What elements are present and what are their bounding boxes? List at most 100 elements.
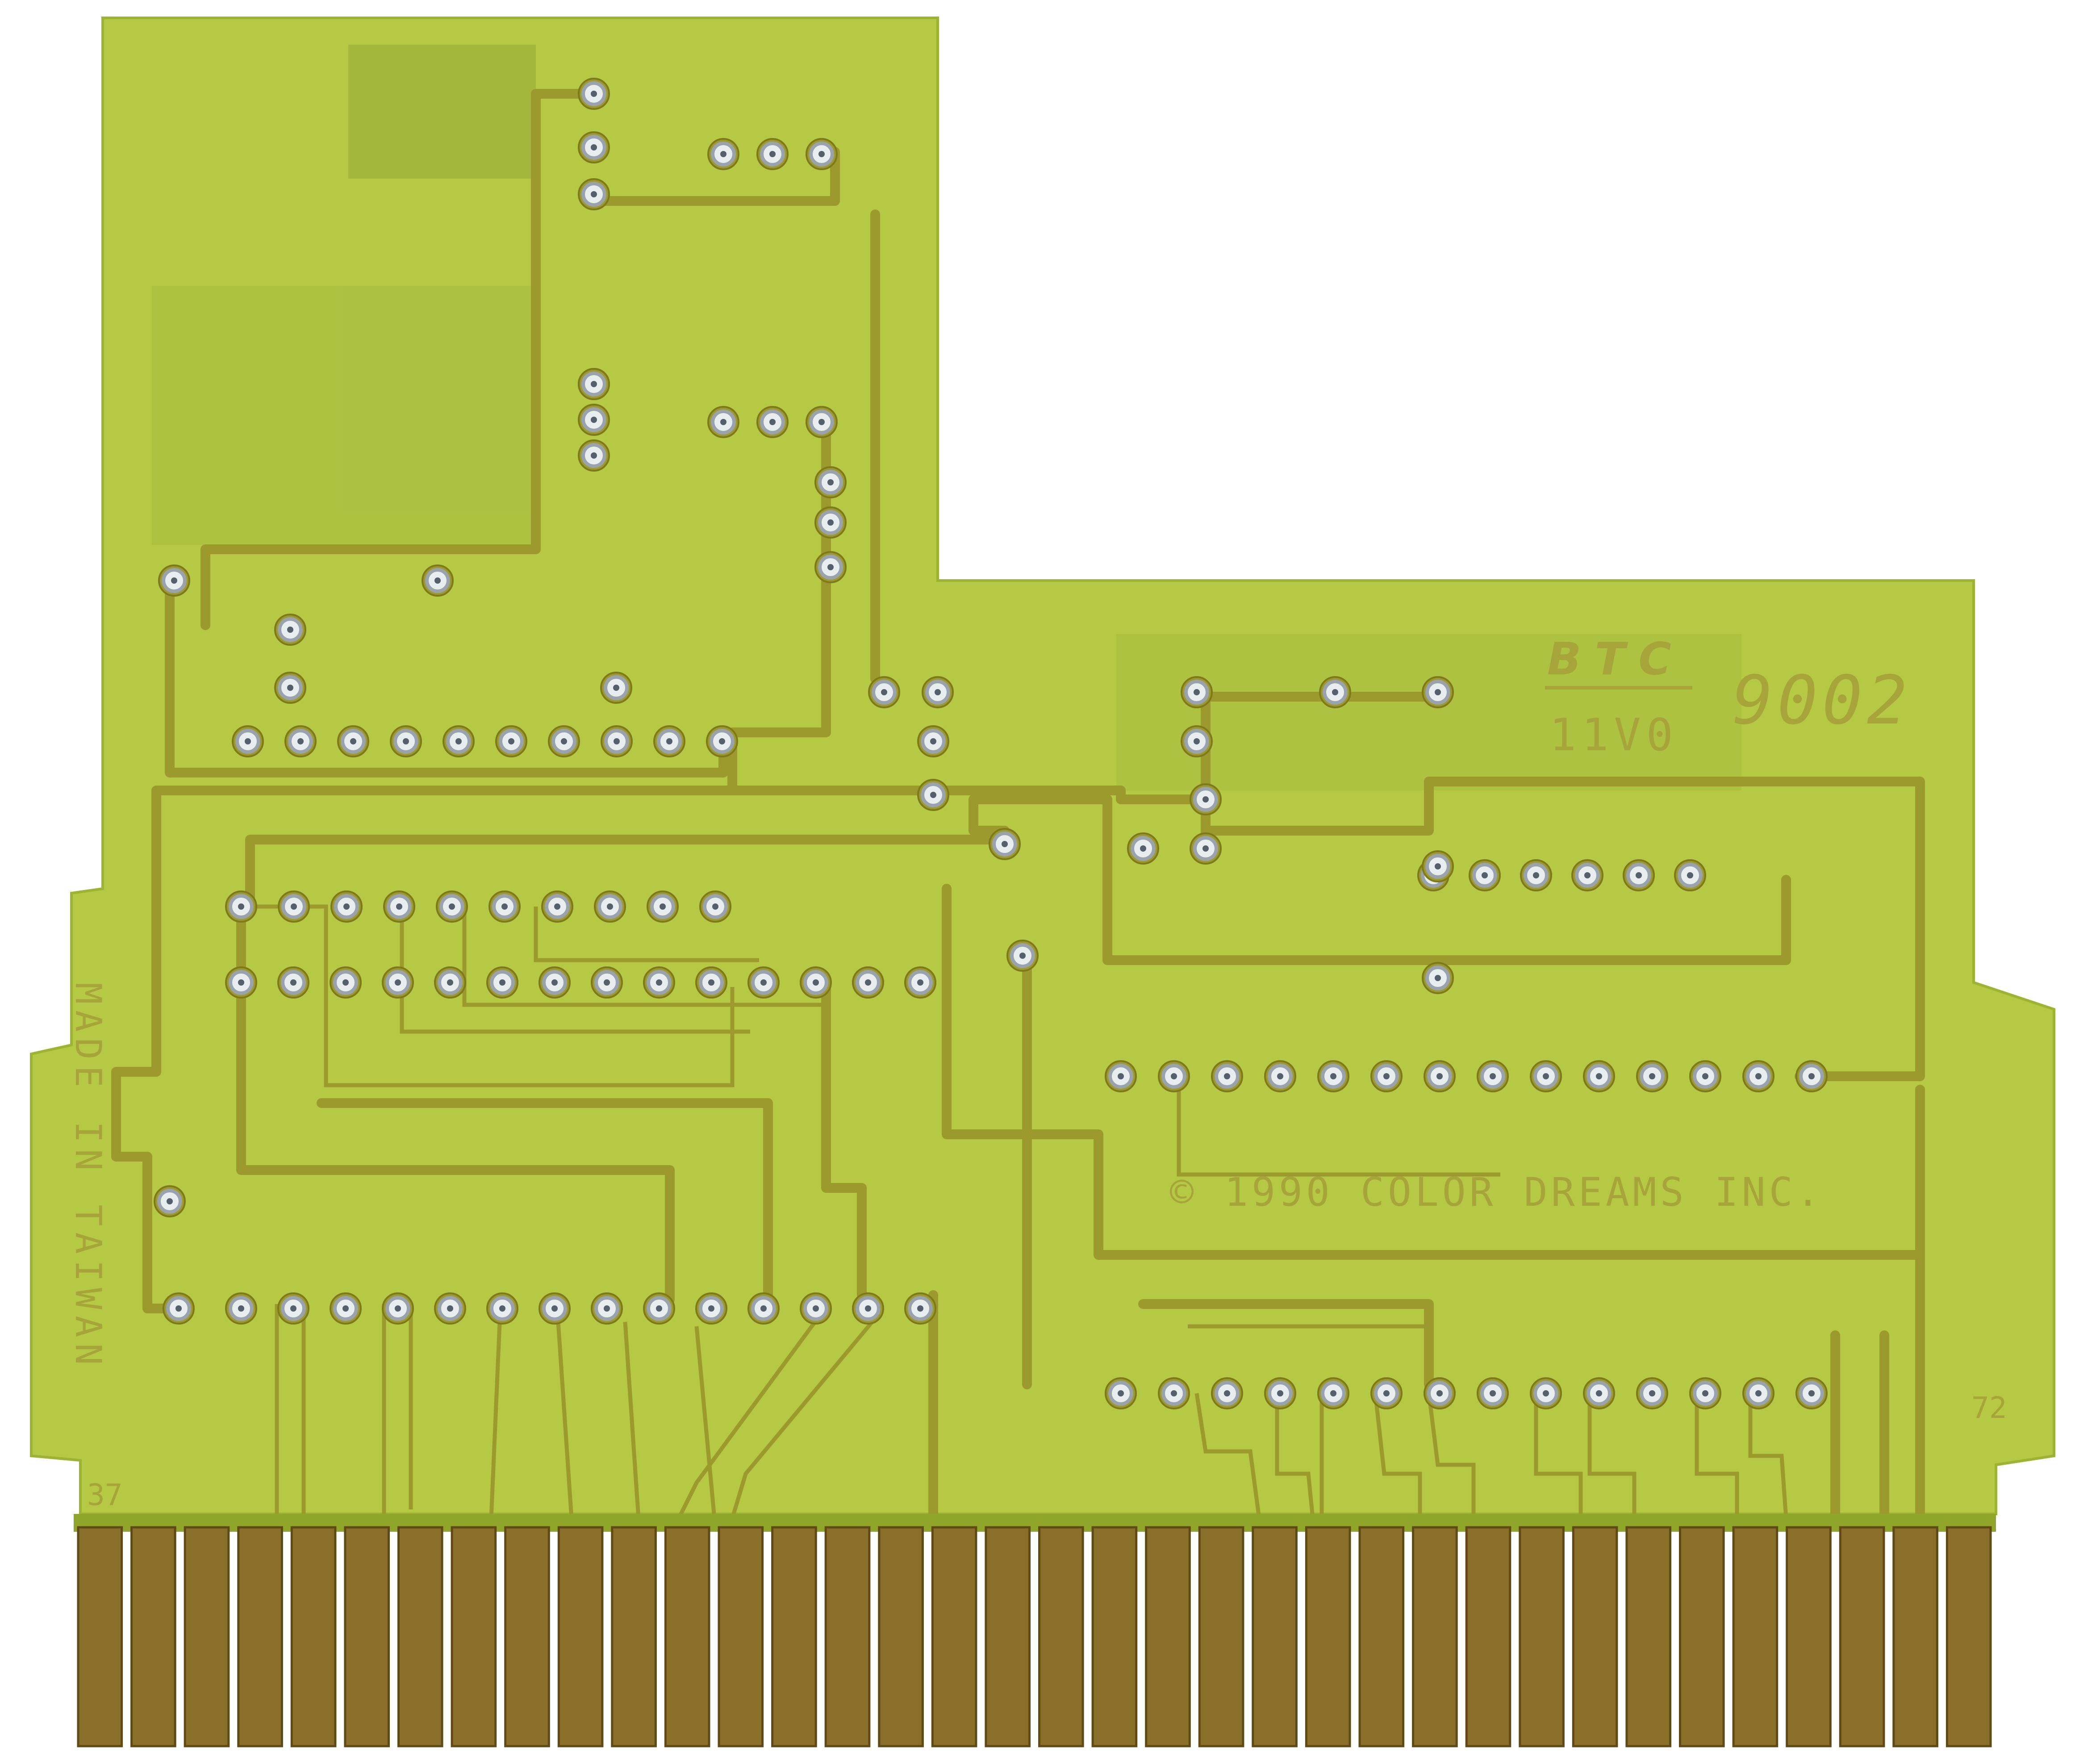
connector-finger (1145, 1526, 1191, 1747)
connector-finger (1892, 1526, 1938, 1747)
drill-hole (342, 979, 349, 986)
drill-hole (1002, 841, 1008, 847)
connector-finger (1679, 1526, 1725, 1747)
drill-hole (499, 1305, 505, 1312)
drill-hole (591, 191, 597, 197)
connector-finger (451, 1526, 497, 1747)
drill-hole (238, 903, 244, 910)
drill-hole (1435, 975, 1441, 981)
drill-hole (712, 903, 718, 910)
circuit-board (30, 17, 2055, 1515)
drill-hole (287, 685, 293, 691)
drill-hole (1224, 1390, 1230, 1396)
drill-hole (813, 1305, 819, 1312)
drill-hole (591, 452, 597, 459)
code-label: 11V0 (1549, 709, 1678, 761)
drill-hole (1755, 1073, 1762, 1079)
drill-hole (827, 519, 834, 526)
connector-finger (557, 1526, 604, 1747)
drill-hole (501, 903, 508, 910)
drill-hole (1533, 872, 1539, 878)
connector-finger (985, 1526, 1031, 1747)
connector-finger (1786, 1526, 1832, 1747)
drill-hole (395, 979, 401, 986)
drill-hole (1383, 1390, 1390, 1396)
drill-hole (396, 903, 402, 910)
connector-finger (1732, 1526, 1779, 1747)
drill-hole (1702, 1390, 1708, 1396)
drill-hole (291, 903, 297, 910)
drill-hole (1490, 1390, 1496, 1396)
drill-hole (1194, 738, 1200, 744)
copper-traces (111, 89, 1925, 1523)
drill-hole (1436, 1073, 1443, 1079)
drill-hole (1277, 1390, 1283, 1396)
drill-hole (666, 738, 672, 744)
drill-hole (660, 903, 666, 910)
drill-hole (865, 979, 871, 986)
connector-finger (237, 1526, 283, 1747)
pin-end-label: 72 (1971, 1391, 2007, 1425)
drill-hole (607, 903, 613, 910)
solder-pads (154, 78, 1828, 1409)
connector-finger (1946, 1526, 1992, 1747)
drill-hole (708, 1305, 714, 1312)
drill-hole (449, 903, 455, 910)
connector-finger (397, 1526, 443, 1747)
drill-hole (1332, 689, 1338, 695)
connector-finger (1305, 1526, 1351, 1747)
drill-hole (720, 419, 726, 425)
drill-hole (290, 979, 296, 986)
connector-finger (1519, 1526, 1565, 1747)
drill-hole (1383, 1073, 1390, 1079)
drill-hole (245, 738, 251, 744)
connector-finger (1198, 1526, 1244, 1747)
drill-hole (343, 903, 350, 910)
drill-hole (447, 1305, 453, 1312)
drill-hole (591, 417, 597, 423)
drill-hole (499, 979, 505, 986)
drill-hole (1435, 863, 1441, 869)
drill-hole (342, 1305, 349, 1312)
drill-hole (551, 1305, 558, 1312)
drill-hole (434, 577, 441, 584)
drill-hole (350, 738, 356, 744)
drill-hole (818, 151, 825, 157)
origin-label: MADE IN TAIWAN (67, 982, 109, 1371)
connector-finger (1412, 1526, 1458, 1747)
drill-hole (930, 792, 936, 798)
drill-hole (614, 738, 620, 744)
drill-hole (1596, 1390, 1602, 1396)
connector-finger (1038, 1526, 1084, 1747)
connector-finger (718, 1526, 764, 1747)
drill-hole (1490, 1073, 1496, 1079)
brand-label: BTC (1547, 633, 1685, 685)
drill-hole (447, 979, 453, 986)
drill-hole (1808, 1390, 1815, 1396)
connector-finger (771, 1526, 817, 1747)
drill-hole (656, 979, 662, 986)
drill-hole (719, 738, 725, 744)
drill-hole (656, 1305, 662, 1312)
signal-traces (250, 904, 1788, 1520)
connector-finger (1252, 1526, 1298, 1747)
drill-hole (1330, 1390, 1336, 1396)
drill-hole (1435, 689, 1441, 695)
connector-finger (130, 1526, 176, 1747)
drill-hole (591, 381, 597, 387)
drill-hole (881, 689, 887, 695)
connector-base (74, 1514, 1996, 1532)
drill-hole (508, 738, 514, 744)
connector-finger (344, 1526, 390, 1747)
connector-finger (290, 1526, 337, 1747)
drill-hole (1649, 1073, 1655, 1079)
drill-hole (865, 1305, 871, 1312)
drill-hole (1687, 872, 1693, 878)
drill-hole (769, 419, 776, 425)
drill-hole (591, 91, 597, 97)
drill-hole (1543, 1390, 1549, 1396)
drill-hole (1140, 845, 1146, 852)
drill-hole (604, 1305, 610, 1312)
drill-hole (1436, 1390, 1443, 1396)
